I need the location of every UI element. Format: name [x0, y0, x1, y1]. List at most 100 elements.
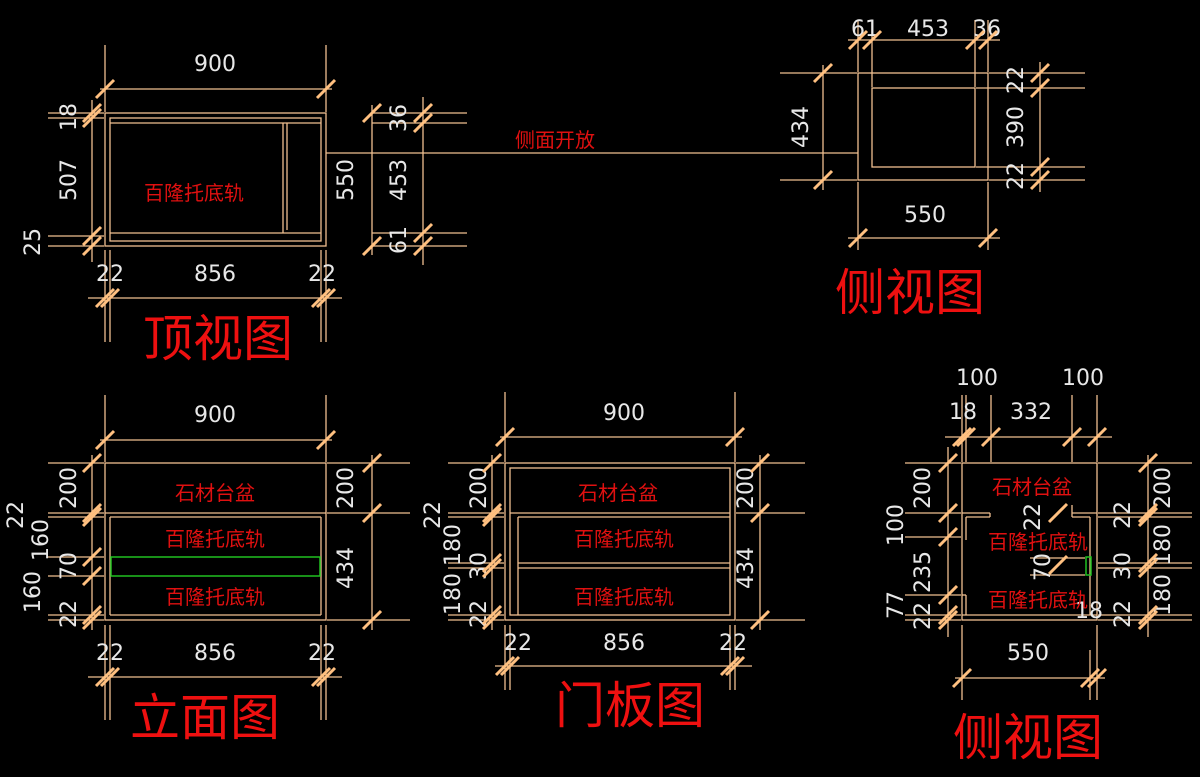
- rail-label-2: 百隆托底轨: [574, 585, 674, 609]
- dim-left: 22: [96, 262, 124, 287]
- dimension-tick: [951, 667, 973, 689]
- dimension-tick: [81, 235, 103, 257]
- dimension-tick: [1086, 667, 1108, 689]
- dimension-tick: [361, 502, 383, 524]
- dimension-tick: [481, 604, 503, 626]
- dim-l100: 100: [884, 504, 909, 546]
- view-title: 侧视图: [835, 264, 985, 322]
- dim-width: 900: [194, 403, 236, 428]
- dim-18: 18: [57, 103, 82, 131]
- dim-right: 22: [719, 631, 747, 656]
- dimension-tick: [977, 29, 999, 51]
- dimension-tick: [361, 102, 383, 124]
- dimension-tick: [937, 609, 959, 631]
- dimension-tick: [955, 426, 977, 448]
- dimension-tick: [749, 609, 771, 631]
- dimension-tick: [937, 502, 959, 524]
- dimension-tick: [310, 287, 332, 309]
- dimension-tick: [1029, 169, 1051, 191]
- dimension-tick: [81, 225, 103, 247]
- dimension-tick: [812, 169, 834, 191]
- dim-18: 18: [949, 400, 977, 425]
- door-panel-view: 900 200 22 180 30 180 22 200 434 22 856 …: [421, 392, 805, 735]
- dimension-tick: [937, 452, 959, 474]
- dimension-tick: [937, 584, 959, 606]
- view-title: 门板图: [555, 677, 705, 735]
- dim-r200: 200: [734, 467, 759, 509]
- dimension-tick: [94, 666, 116, 688]
- dimension-tick: [361, 452, 383, 474]
- dim-height: 434: [789, 106, 814, 148]
- dimension-tick: [1137, 604, 1159, 626]
- dimension-tick: [94, 78, 116, 100]
- dim-inner: 856: [194, 641, 236, 666]
- dim-width: 550: [904, 203, 946, 228]
- dim-200: 200: [57, 467, 82, 509]
- dimension-tick: [951, 426, 973, 448]
- dimension-tick: [81, 609, 103, 631]
- elevation-outline: [48, 395, 410, 720]
- dim-22a: 22: [1004, 66, 1029, 94]
- dim-332: 332: [1010, 400, 1052, 425]
- dimension-tick: [310, 666, 332, 688]
- dim-70: 70: [57, 552, 82, 580]
- dim-width: 550: [1007, 641, 1049, 666]
- dim-l235: 235: [911, 551, 936, 593]
- dim-160a: 160: [29, 519, 54, 561]
- rail-label-2: 百隆托底轨: [165, 585, 265, 609]
- dim-width: 900: [194, 52, 236, 77]
- dim-22: 22: [421, 501, 446, 529]
- dimension-tick: [1029, 156, 1051, 178]
- basin-label: 石材台盆: [992, 475, 1072, 499]
- dimension-tick: [977, 227, 999, 249]
- dimension-tick: [99, 666, 121, 688]
- dimension-tick: [937, 604, 959, 626]
- dim-left: 22: [96, 641, 124, 666]
- view-title: 立面图: [130, 689, 280, 747]
- dimension-tick: [81, 565, 103, 587]
- dimension-tick: [481, 557, 503, 579]
- door-panel-outline: [448, 392, 805, 690]
- dimension-tick: [847, 29, 869, 51]
- dim-25: 25: [21, 228, 46, 256]
- dim-390: 390: [1004, 106, 1029, 148]
- dim-180b: 180: [441, 573, 466, 615]
- dimension-tick: [1137, 502, 1159, 524]
- dimension-tick: [964, 29, 986, 51]
- dimension-tick: [1061, 426, 1083, 448]
- dim-right: 22: [308, 641, 336, 666]
- dimension-tick: [481, 609, 503, 631]
- rail-label-2: 百隆托底轨: [988, 588, 1088, 612]
- basin-label: 石材台盆: [578, 481, 658, 505]
- dim-22: 22: [4, 501, 29, 529]
- dimension-tick: [81, 102, 103, 124]
- side-view: 100 100 18 332 200 100 235 77 22 22 70 1…: [884, 366, 1192, 767]
- dim-r434: 434: [734, 547, 759, 589]
- basin-label: 石材台盆: [175, 481, 255, 505]
- dimension-tick: [1137, 452, 1159, 474]
- side-view-top: 61 453 36 434 22 390 22 550 侧视图: [780, 17, 1085, 322]
- dim-160b: 160: [21, 571, 46, 613]
- dimension-tick: [412, 102, 434, 124]
- dimension-tick: [81, 506, 103, 528]
- dimension-tick: [315, 429, 337, 451]
- dim-36: 36: [387, 104, 412, 132]
- dim-i70: 70: [1031, 553, 1056, 581]
- dimension-tick: [81, 452, 103, 474]
- dim-22b: 22: [1004, 162, 1029, 190]
- dimension-tick: [481, 506, 503, 528]
- dim-r30: 30: [1111, 552, 1136, 580]
- dimension-tick: [412, 222, 434, 244]
- elevation-view: 900 200 22 160 70 160 22 200 434 22 856 …: [4, 395, 410, 747]
- dimension-tick: [1137, 609, 1159, 631]
- dimension-tick: [81, 604, 103, 626]
- dimension-tick: [1137, 552, 1159, 574]
- dimension-tick: [315, 78, 337, 100]
- dim-180a: 180: [441, 524, 466, 566]
- dim-i18: 18: [1075, 599, 1103, 624]
- dim-22b: 22: [57, 600, 82, 628]
- dim-100a: 100: [956, 366, 998, 391]
- dim-inner: 856: [194, 262, 236, 287]
- dimension-tick: [315, 666, 337, 688]
